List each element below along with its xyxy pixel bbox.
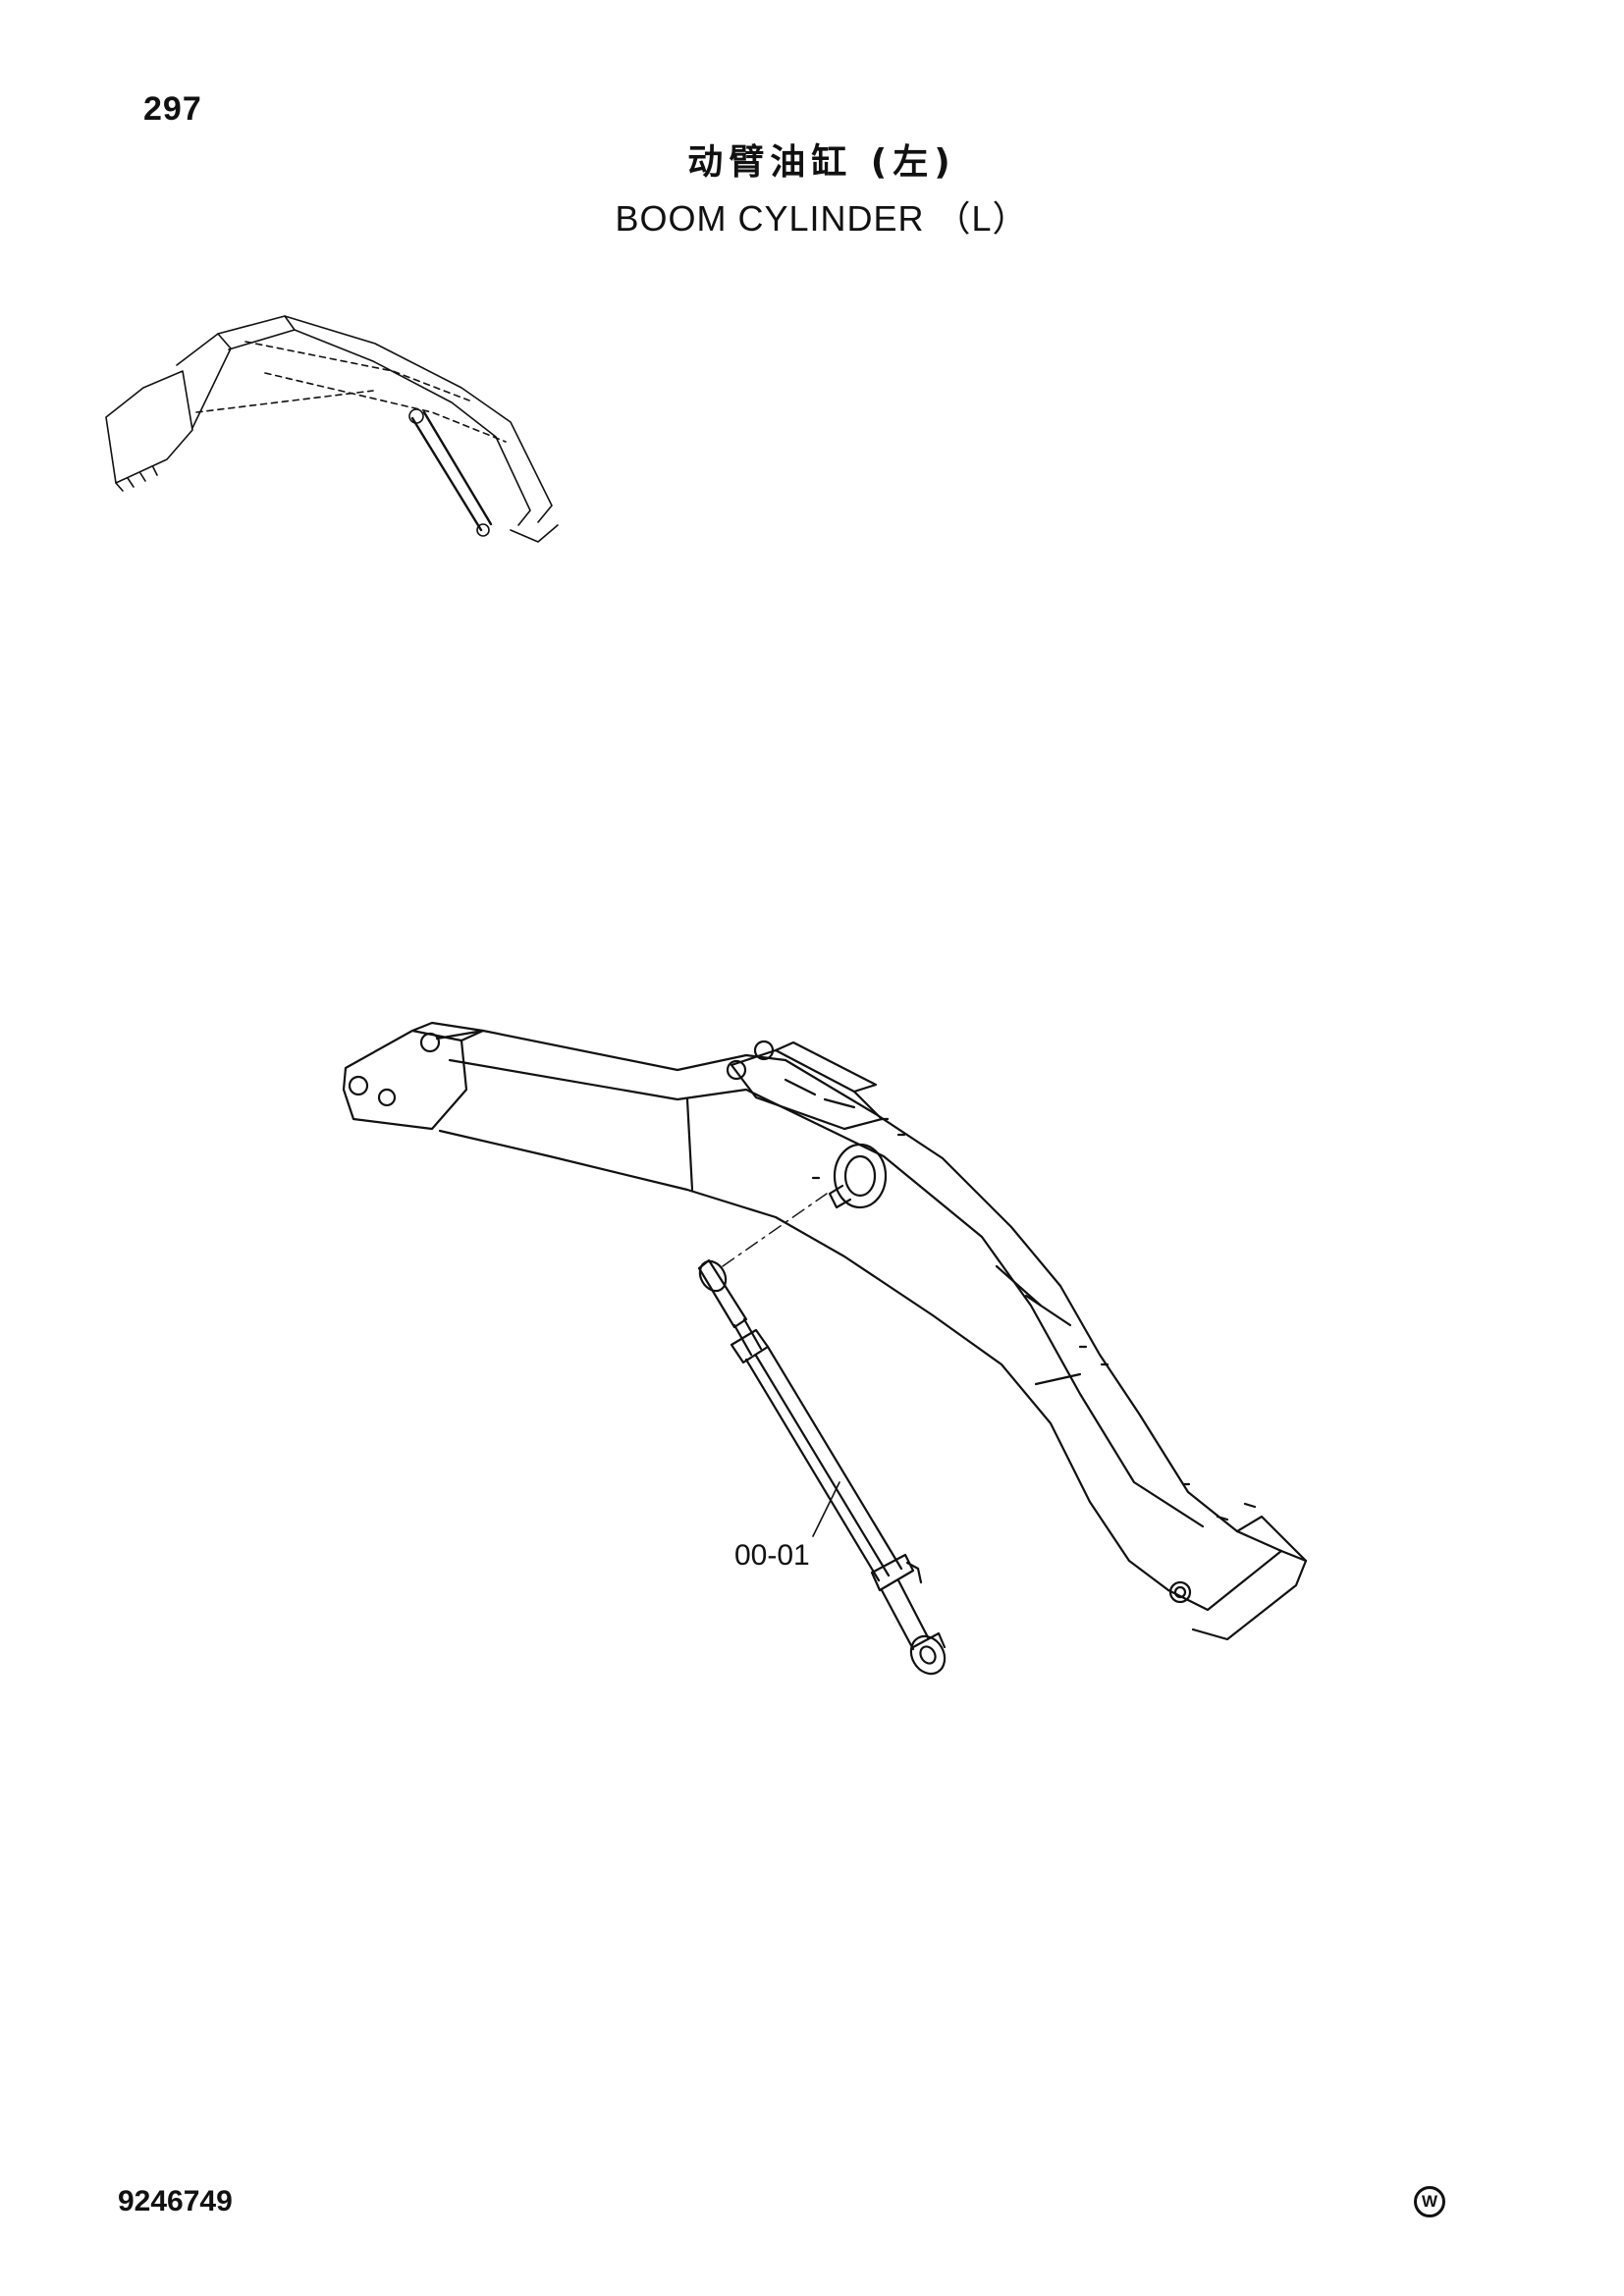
excavator-overview-icon xyxy=(105,315,559,543)
w-mark-icon: W xyxy=(1414,2186,1445,2217)
callout-label-00-01: 00-01 xyxy=(734,1539,810,1572)
boom-assembly-drawing xyxy=(342,1021,1308,1641)
page-title: 动臂油缸 (左) BOOM CYLINDER （L） xyxy=(0,133,1624,241)
document-number: 9246749 xyxy=(118,2185,233,2217)
page-number: 297 xyxy=(143,90,202,128)
title-english: BOOM CYLINDER （L） xyxy=(615,198,1029,239)
boom-cylinder-part xyxy=(697,1258,947,1676)
title-chinese: 动臂油缸 (左) xyxy=(687,142,956,183)
